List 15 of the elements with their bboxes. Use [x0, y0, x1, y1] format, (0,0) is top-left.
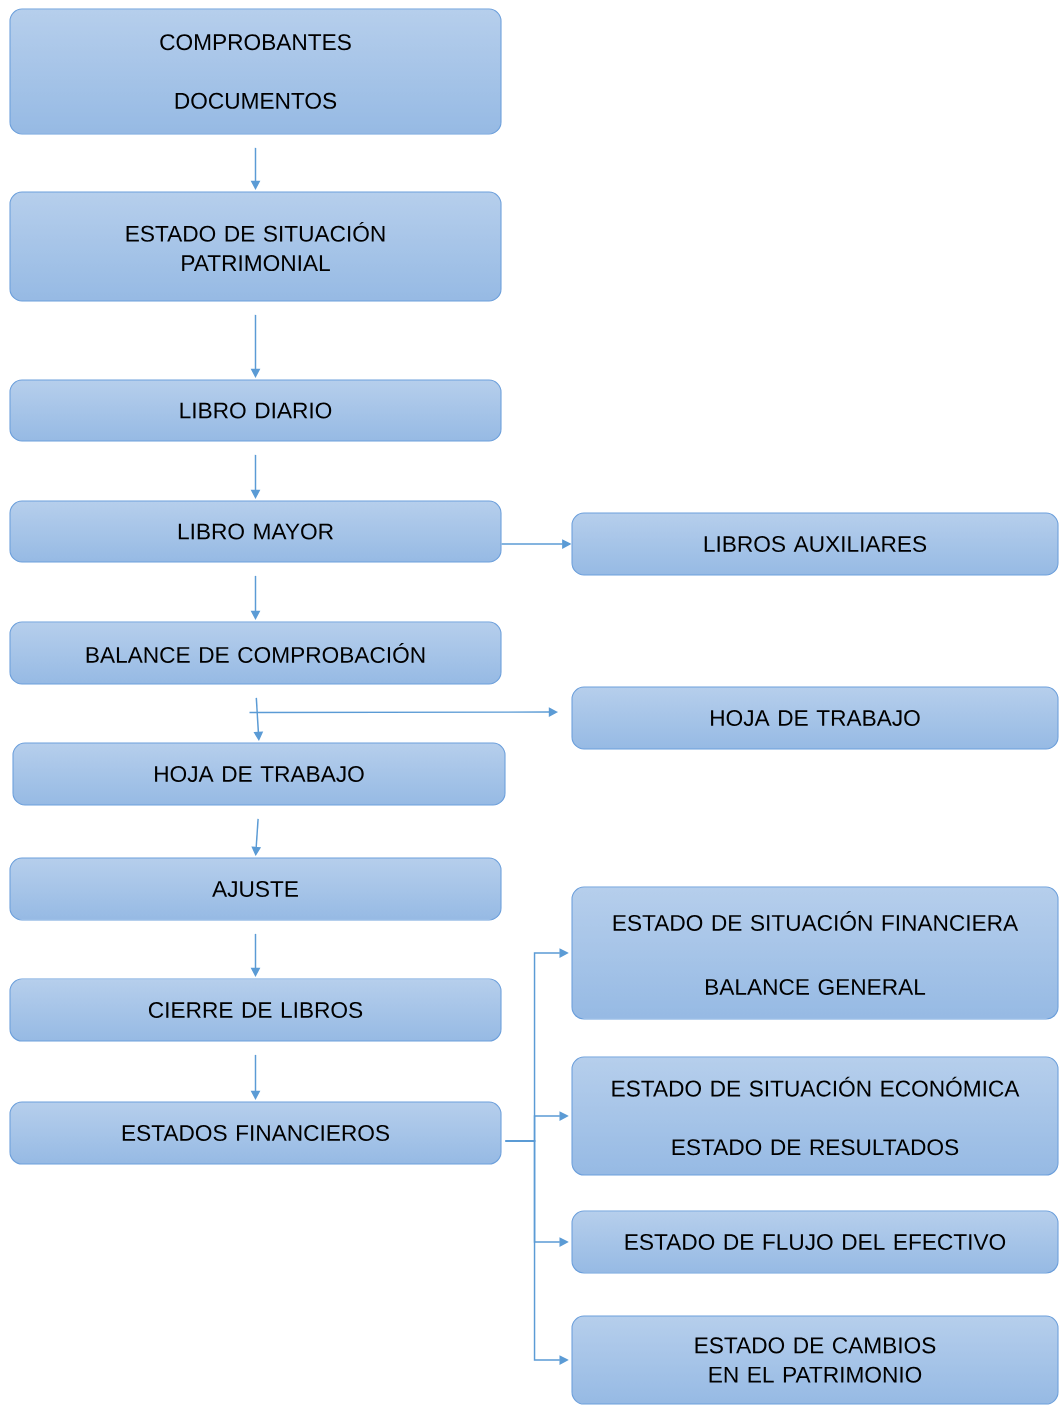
process-box: LIBRO MAYOR — [9, 500, 502, 563]
process-box: ESTADO DE SITUACIÓN FINANCIERA BALANCE GENERAL — [571, 886, 1059, 1020]
process-box: BALANCE DE COMPROBACIÓN — [9, 621, 502, 685]
process-box: LIBRO DIARIO — [9, 379, 502, 442]
process-box: CIERRE DE LIBROS — [9, 978, 502, 1042]
process-box: AJUSTE — [9, 857, 502, 921]
process-box: HOJA DE TRABAJO — [571, 686, 1059, 750]
process-box: ESTADO DE FLUJO DEL EFECTIVO — [571, 1210, 1059, 1274]
process-box: ESTADO DE SITUACIÓN PATRIMONIAL — [9, 191, 502, 302]
process-box: COMPROBANTES DOCUMENTOS — [9, 8, 502, 135]
process-box: ESTADOS FINANCIEROS — [9, 1101, 502, 1165]
process-box: ESTADO DE SITUACIÓN ECONÓMICA ESTADO DE RESULTADOS — [571, 1056, 1059, 1176]
process-box: LIBROS AUXILIARES — [571, 512, 1059, 576]
process-box: HOJA DE TRABAJO — [12, 742, 506, 806]
process-box: ESTADO DE CAMBIOS EN EL PATRIMONIO — [571, 1315, 1059, 1405]
